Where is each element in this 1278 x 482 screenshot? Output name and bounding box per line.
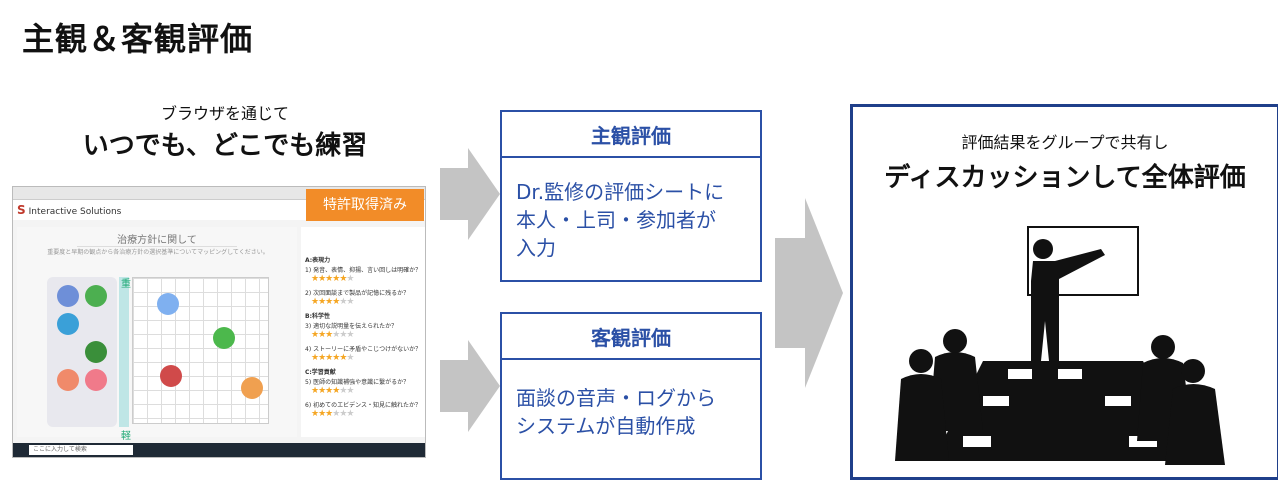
star-icon[interactable]: ★ [311,353,319,363]
rating-question: 3) 適切な説明量を伝えられたか？ [305,323,398,330]
brand-name: Interactive Solutions [28,207,122,217]
rating-question: 1) 発音、表情、抑揚、言い回しは明確か？ [305,267,422,274]
arrow-right-icon [440,340,500,432]
canvas-instruction: 重要度と早期の観点から各治療方針の選択基準についてマッピングしてください。 [47,249,269,256]
y-axis-high: 重 [121,279,131,290]
tray-ball[interactable] [57,285,79,307]
star-icon[interactable]: ★ [332,274,340,284]
left-headline: いつでも、どこでも練習 [82,131,368,161]
grid-ball[interactable] [213,327,235,349]
star-icon[interactable]: ★ [346,386,354,396]
rating-section-heading: C:学習貢献 [305,369,336,376]
tray-ball[interactable] [85,341,107,363]
subjective-line: Dr.監修の評価シートに [516,180,725,204]
star-rating[interactable]: ★★★★★★ [311,274,354,284]
rating-question: 6) 初めてのエビデンス・知見に触れたか？ [305,402,421,409]
rating-section-heading: B:科学性 [305,313,330,320]
star-icon[interactable]: ★ [346,353,354,363]
rating-question: 2) 次回面談まで製品が記憶に残るか？ [305,290,410,297]
y-axis-arrow [119,277,129,427]
subjective-line: 本人・上司・参加者が [516,208,716,232]
canvas-title: 治療方針に関して [77,231,237,247]
tray-ball[interactable] [57,369,79,391]
subjective-divider [502,156,760,158]
star-icon[interactable]: ★ [318,409,326,419]
star-icon[interactable]: ★ [325,274,333,284]
star-icon[interactable]: ★ [332,297,340,307]
star-icon[interactable]: ★ [318,386,326,396]
objective-divider [502,358,760,360]
star-icon[interactable]: ★ [332,409,340,419]
star-icon[interactable]: ★ [318,330,326,340]
arrow-right-icon [440,148,500,240]
star-icon[interactable]: ★ [311,409,319,419]
objective-line: 面談の音声・ログから [516,386,716,410]
star-icon[interactable]: ★ [311,274,319,284]
patent-badge: 特許取得済み [306,189,424,221]
star-icon[interactable]: ★ [346,330,354,340]
star-icon[interactable]: ★ [318,274,326,284]
tray-ball[interactable] [85,369,107,391]
star-icon[interactable]: ★ [311,386,319,396]
rating-question: 4) ストーリーに矛盾やこじつけがないか？ [305,346,422,353]
star-icon[interactable]: ★ [332,386,340,396]
star-icon[interactable]: ★ [339,297,347,307]
left-subtitle: ブラウザを通じて [160,104,289,123]
star-icon[interactable]: ★ [318,353,326,363]
tray-ball[interactable] [57,313,79,335]
star-icon[interactable]: ★ [346,409,354,419]
star-icon[interactable]: ★ [325,297,333,307]
star-icon[interactable]: ★ [339,409,347,419]
star-rating[interactable]: ★★★★★★ [311,386,354,396]
grid-ball[interactable] [160,365,182,387]
mapping-grid[interactable] [132,277,269,424]
page-title: 主観＆客観評価 [22,20,254,58]
star-rating[interactable]: ★★★★★★ [311,330,354,340]
star-rating[interactable]: ★★★★★★ [311,297,354,307]
arrow-right-icon [775,198,843,388]
group-subtitle: 評価結果をグループで共有し [961,133,1169,152]
subjective-body: Dr.監修の評価シートに 本人・上司・参加者が 入力 [516,178,724,262]
star-icon[interactable]: ★ [325,330,333,340]
star-icon[interactable]: ★ [332,330,340,340]
objective-box: 客観評価 面談の音声・ログから システムが自動作成 [500,312,762,480]
star-rating[interactable]: ★★★★★★ [311,409,354,419]
y-axis-low: 軽 [121,431,131,442]
star-icon[interactable]: ★ [339,386,347,396]
star-icon[interactable]: ★ [332,353,340,363]
subjective-heading: 主観評価 [591,124,671,148]
objective-line: システムが自動作成 [516,414,696,438]
star-icon[interactable]: ★ [325,409,333,419]
star-icon[interactable]: ★ [339,330,347,340]
taskbar: ここに入力して検索 [13,443,425,457]
group-headline: ディスカッションして全体評価 [884,163,1246,193]
star-icon[interactable]: ★ [311,297,319,307]
star-icon[interactable]: ★ [325,353,333,363]
grid-ball[interactable] [241,377,263,399]
star-icon[interactable]: ★ [346,274,354,284]
taskbar-search-input[interactable]: ここに入力して検索 [29,445,133,455]
star-icon[interactable]: ★ [325,386,333,396]
mapping-canvas: 治療方針に関して 重要度と早期の観点から各治療方針の選択基準についてマッピングし… [17,227,297,457]
subjective-line: 入力 [516,236,556,260]
meeting-silhouette-icon [895,226,1225,465]
group-evaluation-box: 評価結果をグループで共有し ディスカッションして全体評価 [850,104,1278,480]
star-icon[interactable]: ★ [318,297,326,307]
rating-section-heading: A:表現力 [305,257,331,264]
star-icon[interactable]: ★ [339,274,347,284]
objective-body: 面談の音声・ログから システムが自動作成 [516,384,716,440]
star-icon[interactable]: ★ [339,353,347,363]
star-rating[interactable]: ★★★★★★ [311,353,354,363]
tray-ball[interactable] [85,285,107,307]
star-icon[interactable]: ★ [311,330,319,340]
grid-ball[interactable] [157,293,179,315]
star-icon[interactable]: ★ [346,297,354,307]
subjective-box: 主観評価 Dr.監修の評価シートに 本人・上司・参加者が 入力 [500,110,762,282]
rating-question: 5) 医師の知識補強や意識に繋がるか？ [305,379,410,386]
objective-heading: 客観評価 [591,326,671,350]
